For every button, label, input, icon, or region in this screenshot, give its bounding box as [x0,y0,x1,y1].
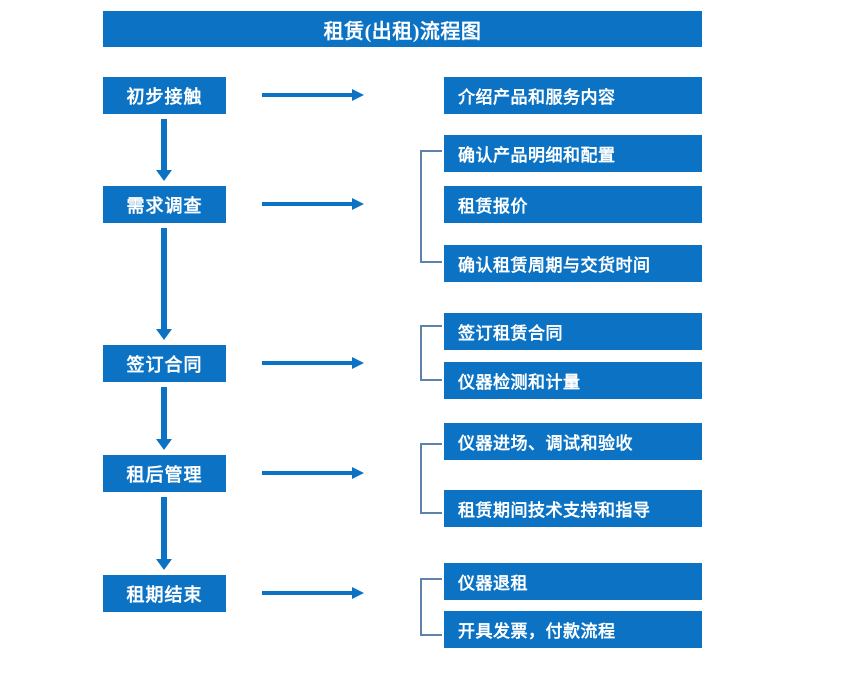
right-arrow-icon-5 [262,586,364,600]
group-bracket-needs-survey [420,150,442,263]
down-arrow-icon-1 [156,119,172,181]
right-arrow-icon-3 [262,356,364,370]
right-arrow-icon-4 [262,466,364,480]
diagram-title: 租赁(出租)流程图 [103,11,702,47]
group-bracket-lease-end [420,578,442,636]
detail-box-invoice-payment[interactable]: 开具发票，付款流程 [444,611,702,648]
right-arrow-icon-1 [262,88,364,102]
detail-box-rental-quotation[interactable]: 租赁报价 [444,186,702,223]
right-arrow-icon-2 [262,197,364,211]
stage-box-needs-survey[interactable]: 需求调查 [103,186,226,223]
detail-box-confirm-lease-period[interactable]: 确认租赁周期与交货时间 [444,245,702,282]
stage-box-sign-contract[interactable]: 签订合同 [103,345,226,382]
detail-box-technical-support[interactable]: 租赁期间技术支持和指导 [444,490,702,527]
detail-box-instrument-delivery[interactable]: 仪器进场、调试和验收 [444,423,702,460]
down-arrow-icon-4 [156,497,172,570]
group-bracket-post-rental [420,443,442,514]
down-arrow-icon-2 [156,228,172,340]
detail-box-instrument-inspection[interactable]: 仪器检测和计量 [444,362,702,399]
detail-box-instrument-return[interactable]: 仪器退租 [444,563,702,600]
stage-box-post-rental-management[interactable]: 租后管理 [103,455,226,492]
detail-box-confirm-product-details[interactable]: 确认产品明细和配置 [444,135,702,172]
detail-box-introduce-products[interactable]: 介绍产品和服务内容 [444,77,702,114]
detail-box-sign-lease-agreement[interactable]: 签订租赁合同 [444,313,702,350]
group-bracket-sign-contract [420,325,442,381]
down-arrow-icon-3 [156,387,172,450]
stage-box-initial-contact[interactable]: 初步接触 [103,77,226,114]
stage-box-lease-end[interactable]: 租期结束 [103,575,226,612]
